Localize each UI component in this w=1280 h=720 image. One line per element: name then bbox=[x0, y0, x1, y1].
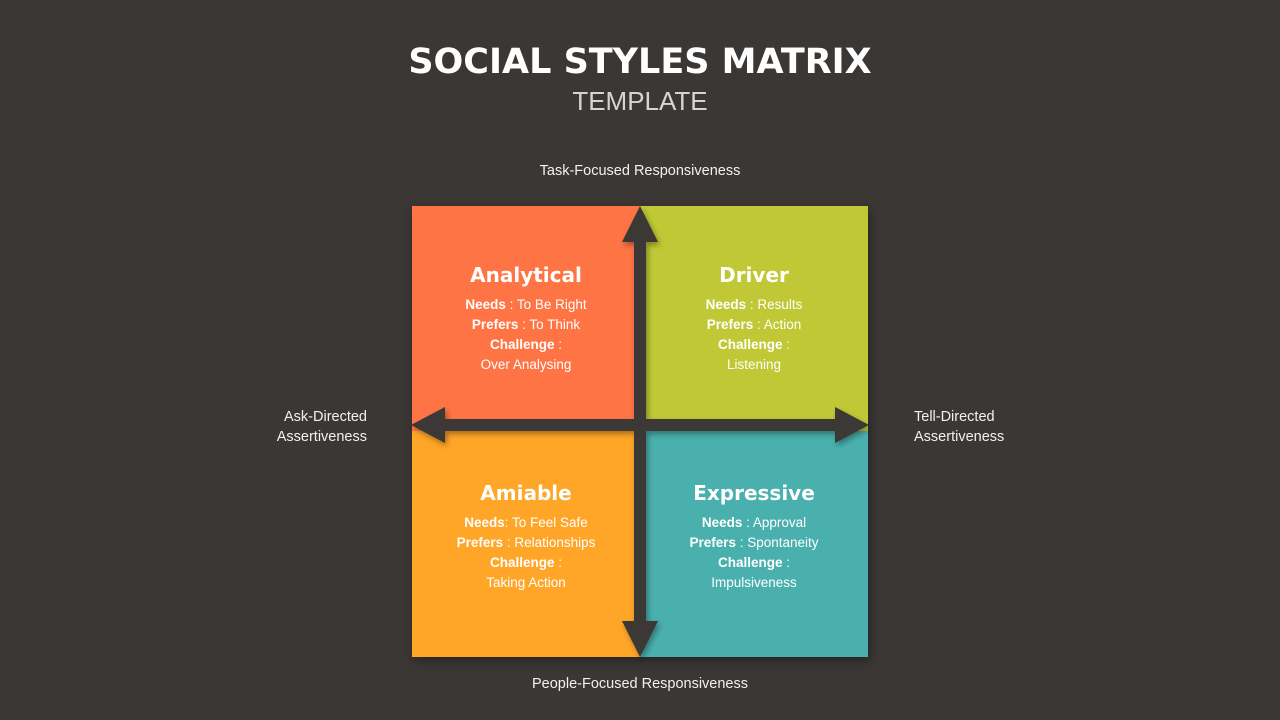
challenge-sep: : bbox=[554, 337, 563, 352]
challenge-line: Challenge : bbox=[640, 553, 868, 573]
needs-label: Needs bbox=[701, 515, 743, 530]
challenge-value: Taking Action bbox=[486, 575, 566, 590]
needs-label: Needs bbox=[705, 297, 747, 312]
prefers-line: Prefers : Relationships bbox=[412, 533, 640, 553]
prefers-value: : Action bbox=[753, 317, 802, 332]
needs-value: : To Be Right bbox=[505, 297, 587, 312]
needs-line: Needs : To Be Right bbox=[412, 295, 640, 315]
challenge-label: Challenge bbox=[717, 337, 783, 352]
challenge-label: Challenge bbox=[717, 555, 783, 570]
prefers-label: Prefers bbox=[689, 535, 736, 550]
quadrant-expressive: Expressive Needs : Approval Prefers : Sp… bbox=[640, 431, 868, 657]
needs-value: : To Feel Safe bbox=[504, 515, 588, 530]
quadrant-driver: Driver Needs : Results Prefers : Action … bbox=[640, 206, 868, 431]
quadrant-details: Needs : To Be Right Prefers : To Think C… bbox=[412, 295, 640, 375]
quadrant-title: Amiable bbox=[480, 481, 572, 505]
challenge-line: Challenge : bbox=[412, 335, 640, 355]
prefers-value: : Spontaneity bbox=[735, 535, 819, 550]
quadrant-details: Needs : Results Prefers : Action Challen… bbox=[640, 295, 868, 375]
page-subtitle: TEMPLATE bbox=[572, 86, 708, 116]
quadrant-title: Analytical bbox=[470, 263, 582, 287]
axis-label-right-line2: Assertiveness bbox=[914, 429, 1005, 445]
social-styles-matrix: Analytical Needs : To Be Right Prefers :… bbox=[412, 206, 868, 657]
prefers-value: : To Think bbox=[518, 317, 581, 332]
axis-label-left-line2: Assertiveness bbox=[276, 429, 367, 445]
needs-label: Needs bbox=[464, 515, 505, 530]
challenge-value: Over Analysing bbox=[480, 357, 572, 372]
challenge-label: Challenge bbox=[489, 555, 555, 570]
quadrant-analytical: Analytical Needs : To Be Right Prefers :… bbox=[412, 206, 640, 431]
quadrant-details: Needs : Approval Prefers : Spontaneity C… bbox=[640, 513, 868, 593]
needs-value: : Approval bbox=[742, 515, 807, 530]
axis-label-left: Ask-Directed Assertiveness bbox=[230, 407, 367, 447]
challenge-label: Challenge bbox=[489, 337, 555, 352]
axis-label-right-line1: Tell-Directed bbox=[914, 409, 995, 425]
prefers-line: Prefers : To Think bbox=[412, 315, 640, 335]
challenge-sep: : bbox=[782, 337, 791, 352]
prefers-label: Prefers bbox=[471, 317, 519, 332]
quadrant-title: Expressive bbox=[693, 481, 815, 505]
page-title: SOCIAL STYLES MATRIX bbox=[408, 42, 872, 82]
axis-label-left-line1: Ask-Directed bbox=[284, 409, 367, 425]
needs-line: Needs : Approval bbox=[640, 513, 868, 533]
prefers-value: : Relationships bbox=[503, 535, 596, 550]
prefers-label: Prefers bbox=[456, 535, 504, 550]
needs-line: Needs : Results bbox=[640, 295, 868, 315]
needs-label: Needs bbox=[465, 297, 506, 312]
quadrant-amiable: Amiable Needs: To Feel Safe Prefers : Re… bbox=[412, 431, 640, 657]
axis-label-bottom: People-Focused Responsiveness bbox=[531, 676, 748, 692]
prefers-line: Prefers : Spontaneity bbox=[640, 533, 868, 553]
challenge-line: Challenge : bbox=[640, 335, 868, 355]
needs-value: : Results bbox=[746, 297, 803, 312]
challenge-sep: : bbox=[782, 555, 791, 570]
challenge-value: Impulsiveness bbox=[711, 575, 797, 590]
axis-label-top: Task-Focused Responsiveness bbox=[539, 163, 741, 179]
challenge-sep: : bbox=[554, 555, 563, 570]
quadrant-title: Driver bbox=[719, 263, 789, 287]
axis-label-right: Tell-Directed Assertiveness bbox=[914, 407, 1064, 447]
prefers-label: Prefers bbox=[706, 317, 754, 332]
prefers-line: Prefers : Action bbox=[640, 315, 868, 335]
challenge-value: Listening bbox=[726, 357, 782, 372]
quadrant-details: Needs: To Feel Safe Prefers : Relationsh… bbox=[412, 513, 640, 593]
challenge-line: Challenge : bbox=[412, 553, 640, 573]
needs-line: Needs: To Feel Safe bbox=[412, 513, 640, 533]
